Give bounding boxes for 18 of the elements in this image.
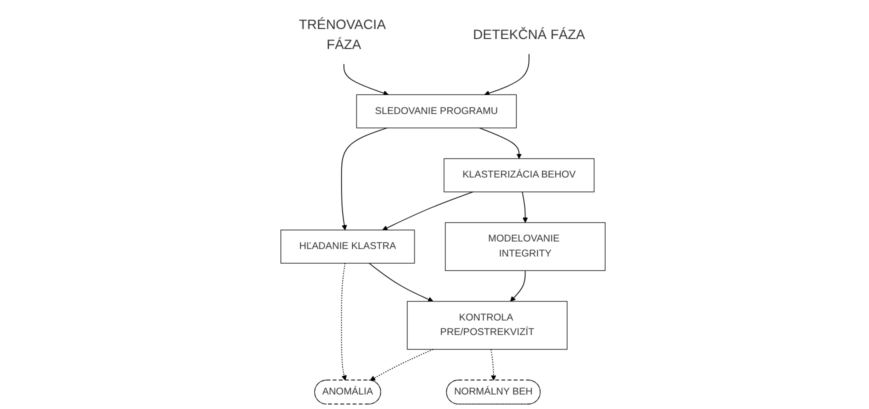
node-box: MODELOVANIE INTEGRITY — [444, 222, 606, 271]
node-box: KONTROLA PRE/POSTREKVIZÍT — [406, 301, 568, 350]
arrow — [522, 191, 528, 223]
arrow — [341, 262, 347, 381]
arrow — [478, 128, 522, 159]
arrow — [484, 53, 530, 96]
arrow — [510, 270, 526, 302]
node-text: DETEKČNÁ FÁZA — [472, 26, 585, 42]
node-text: TRÉNOVACIA FÁZA — [298, 16, 386, 52]
arrow — [382, 191, 474, 230]
arrow — [368, 262, 434, 302]
arrow — [343, 64, 389, 96]
node-box: HĽADANIE KLASTRA — [280, 230, 415, 264]
arrow — [370, 348, 434, 381]
arrow — [490, 348, 496, 381]
arrow — [341, 128, 388, 230]
node-box: SLEDOVANIE PROGRAMU — [356, 94, 517, 128]
node-box: KLASTERIZÁCIA BEHOV — [444, 158, 594, 192]
